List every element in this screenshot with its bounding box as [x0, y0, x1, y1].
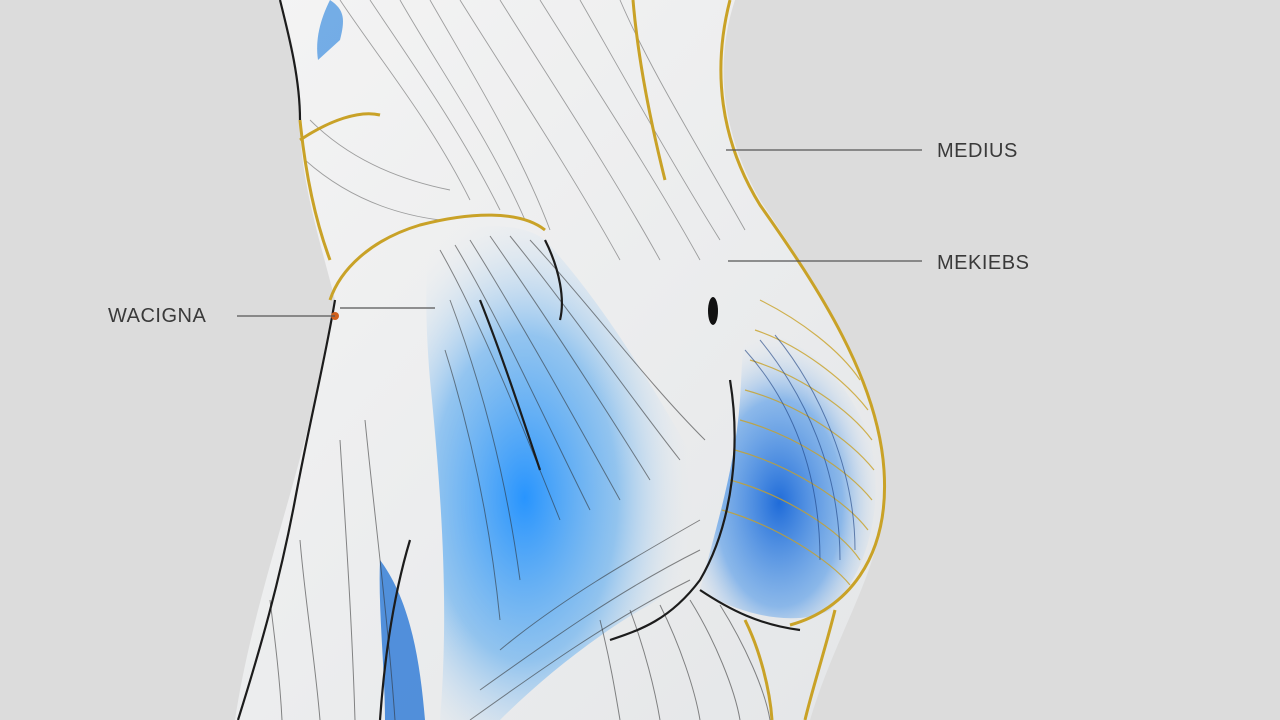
gold-outlines: [298, 0, 887, 720]
blue-muscle-upper: [317, 0, 343, 60]
fiber-lines-right-dark: [744, 334, 856, 561]
label-wacigna: WACIGNA: [108, 305, 207, 327]
fiber-lines-left: [439, 235, 706, 720]
dark-contours: [236, 0, 801, 720]
dark-mark: [708, 297, 718, 325]
leader-lines: [237, 149, 922, 317]
fiber-lines-right: [721, 299, 875, 586]
fiber-lines-lower: [269, 419, 771, 720]
fiber-lines-upper: [304, 0, 746, 261]
blue-muscle-left: [426, 226, 708, 720]
blue-muscle-lower: [379, 560, 425, 720]
label-mekiebs: MEKIEBS: [937, 252, 1030, 274]
label-medius: MEDIUS: [937, 140, 1018, 162]
